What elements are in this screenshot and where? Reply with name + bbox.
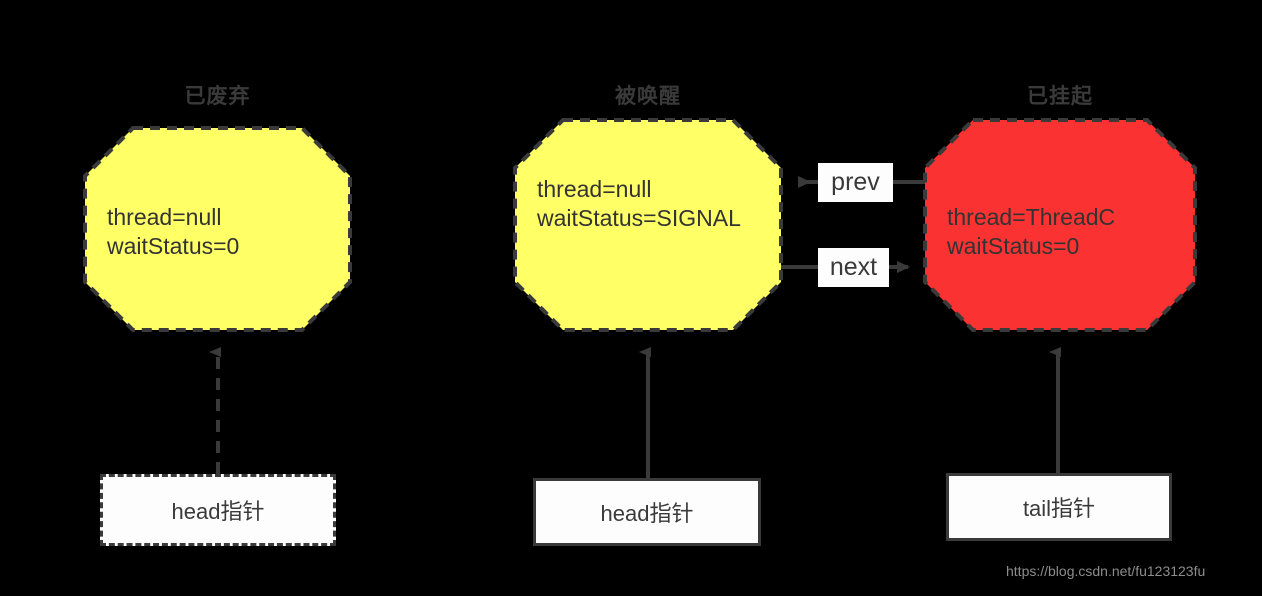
node-shape-suspended (923, 118, 1197, 332)
node-text-awakened: thread=null waitStatus=SIGNAL (537, 176, 741, 231)
edge-label-prev: prev (818, 163, 893, 202)
edge-label-next: next (818, 248, 889, 287)
node-title-awakened: 被唤醒 (615, 85, 681, 108)
pointer-box-tail-suspended: tail指针 (946, 473, 1172, 541)
node-title-suspended: 已挂起 (1027, 85, 1093, 108)
node-text-abandoned: thread=null waitStatus=0 (107, 204, 240, 259)
pointer-box-head-abandoned: head指针 (100, 474, 336, 546)
pointer-box-head-awakened: head指针 (533, 478, 761, 546)
node-title-abandoned: 已废弃 (184, 85, 251, 108)
watermark: https://blog.csdn.net/fu123123fu (1006, 563, 1206, 579)
node-shape-awakened (513, 118, 783, 332)
node-text-suspended: thread=ThreadC waitStatus=0 (947, 204, 1116, 259)
node-shape-abandoned (83, 126, 352, 332)
